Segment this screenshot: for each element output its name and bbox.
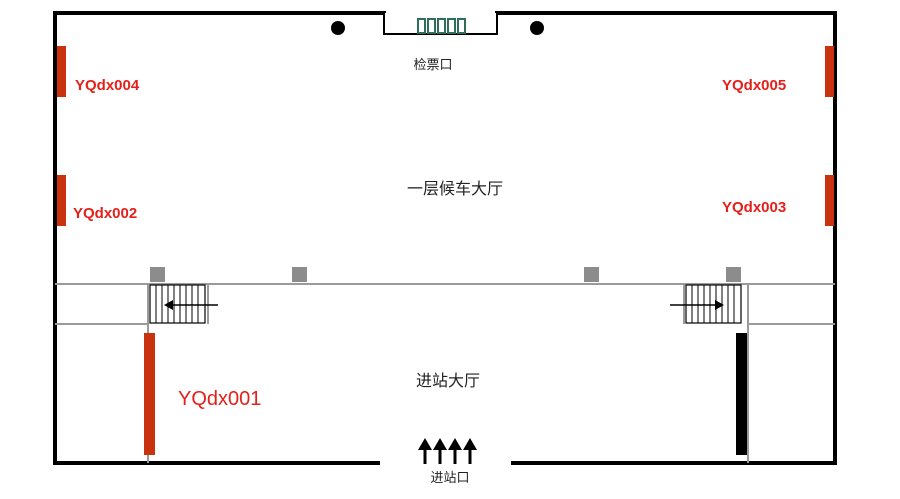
device-label-d003: YQdx003 — [722, 199, 786, 216]
gate-post-right — [530, 21, 544, 35]
waiting-hall-label: 一层候车大厅 — [407, 179, 503, 198]
stairs-right — [670, 284, 742, 324]
pillar — [584, 267, 599, 282]
device-label-d005: YQdx005 — [722, 77, 786, 94]
outer-walls — [53, 11, 837, 465]
entry-hall-label: 进站大厅 — [416, 371, 480, 390]
up-arrow-icon — [418, 438, 477, 464]
device-bar-d003 — [825, 175, 834, 226]
device-label-d001: YQdx001 — [178, 388, 261, 410]
ticket-gate-label: 检票口 — [413, 58, 452, 73]
right-arrow-icon — [670, 300, 724, 310]
pillars — [150, 267, 741, 282]
stairs-left — [149, 284, 218, 324]
device-bar-d002 — [57, 175, 66, 226]
device-bar-d005 — [825, 46, 834, 97]
pillar — [726, 267, 741, 282]
device-bar-d001 — [144, 333, 155, 455]
entrance-label: 进站口 — [430, 471, 469, 486]
left-arrow-icon — [164, 300, 218, 310]
gate-turnstiles — [417, 18, 466, 34]
devices — [57, 46, 834, 455]
corridor-lines — [55, 283, 835, 463]
device-bar-d004 — [57, 46, 66, 97]
pillar — [292, 267, 307, 282]
black-bar-right — [736, 333, 747, 455]
pillar — [150, 267, 165, 282]
ticket-gate — [331, 13, 544, 35]
device-label-d004: YQdx004 — [75, 77, 140, 94]
gate-post-left — [331, 21, 345, 35]
device-label-d002: YQdx002 — [73, 205, 137, 222]
